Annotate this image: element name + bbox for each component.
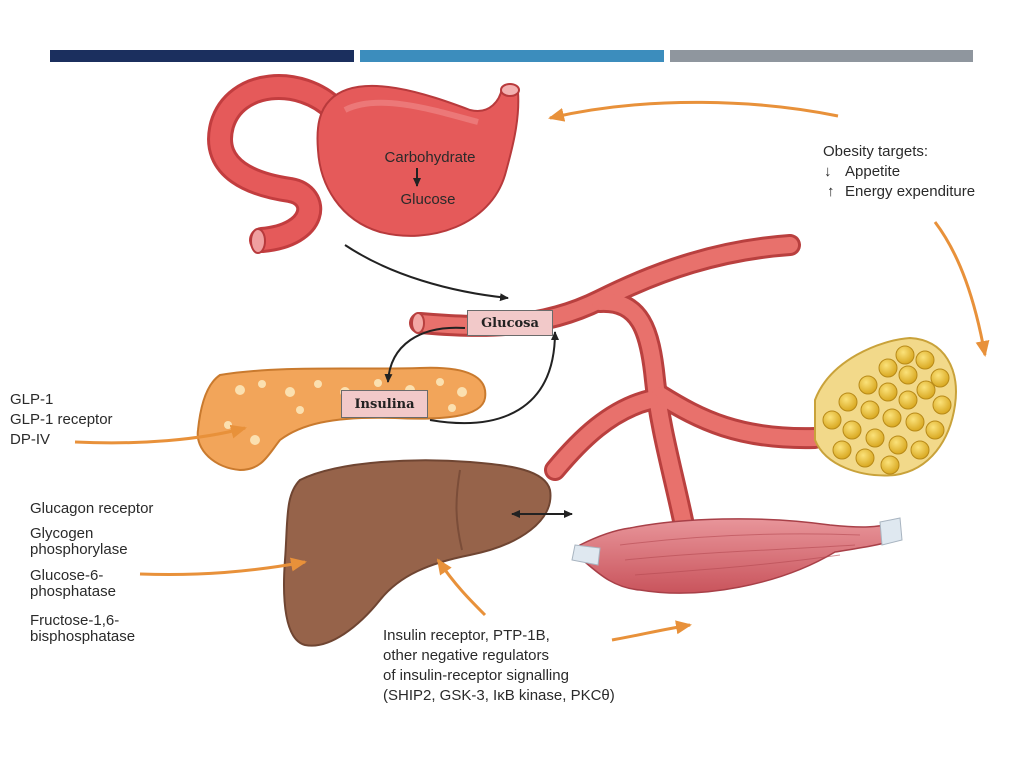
insulin-target-line4: (SHIP2, GSK-3, IκB kinase, PKCθ) xyxy=(383,687,615,704)
liver-target-fructose: Fructose-1,6- xyxy=(30,612,119,629)
header-bar-blue xyxy=(360,50,664,62)
energy-up-marker: ↑ xyxy=(827,183,835,200)
insulin-target-line1: Insulin receptor, PTP-1B, xyxy=(383,627,550,644)
liver-illustration xyxy=(283,459,552,647)
insulina-label-box: Insulina xyxy=(341,390,428,418)
obesity-target-appetite: Appetite xyxy=(845,163,900,180)
insulin-to-muscle-arrow xyxy=(611,620,692,642)
insulina-label: Insulina xyxy=(354,396,415,412)
liver-target-arrow xyxy=(139,557,307,576)
liver-target-bisphosphatase: bisphosphatase xyxy=(30,628,135,645)
liver-target-glycogen: Glycogen xyxy=(30,525,93,542)
appetite-down-marker: ↓ xyxy=(824,163,832,180)
insulin-target-line3: of insulin-receptor signalling xyxy=(383,667,569,684)
obesity-to-fat-arrow xyxy=(933,221,990,357)
obesity-targets-title: Obesity targets: xyxy=(823,143,928,160)
insulin-to-liver-arrow xyxy=(436,558,487,617)
liver-target-phosphorylase: phosphorylase xyxy=(30,541,128,558)
header-bar-gray xyxy=(670,50,973,62)
stomach-illustration xyxy=(207,74,520,254)
orange-target-arrows xyxy=(74,100,990,642)
stomach-label-carbohydrate: Carbohydrate xyxy=(385,149,476,166)
pancreas-target-glp1-receptor: GLP-1 receptor xyxy=(10,411,113,428)
insulin-target-line2: other negative regulators xyxy=(383,647,549,664)
obesity-to-stomach-arrow xyxy=(548,100,839,122)
adipose-tissue-illustration xyxy=(814,336,957,477)
liver-target-phosphatase: phosphatase xyxy=(30,583,116,600)
muscle-illustration xyxy=(571,517,903,594)
pancreas-target-glp1: GLP-1 xyxy=(10,391,53,408)
pancreas-illustration xyxy=(196,366,487,472)
liver-target-glucagon-receptor: Glucagon receptor xyxy=(30,500,153,517)
pancreas-target-arrow xyxy=(74,424,247,445)
insulin-to-glucose-arrow xyxy=(429,331,559,424)
glucosa-label-box: Glucosa xyxy=(467,310,553,336)
header-bar-navy xyxy=(50,50,354,62)
liver-target-glucose6: Glucose-6- xyxy=(30,567,103,584)
obesity-target-energy: Energy expenditure xyxy=(845,183,975,200)
glucose-to-insulin-arrow xyxy=(384,326,466,383)
stomach-to-blood-arrow xyxy=(344,244,509,302)
glucosa-label: Glucosa xyxy=(481,315,539,331)
stomach-label-glucose: Glucose xyxy=(400,191,455,208)
pancreas-target-dpiv: DP-IV xyxy=(10,431,50,448)
